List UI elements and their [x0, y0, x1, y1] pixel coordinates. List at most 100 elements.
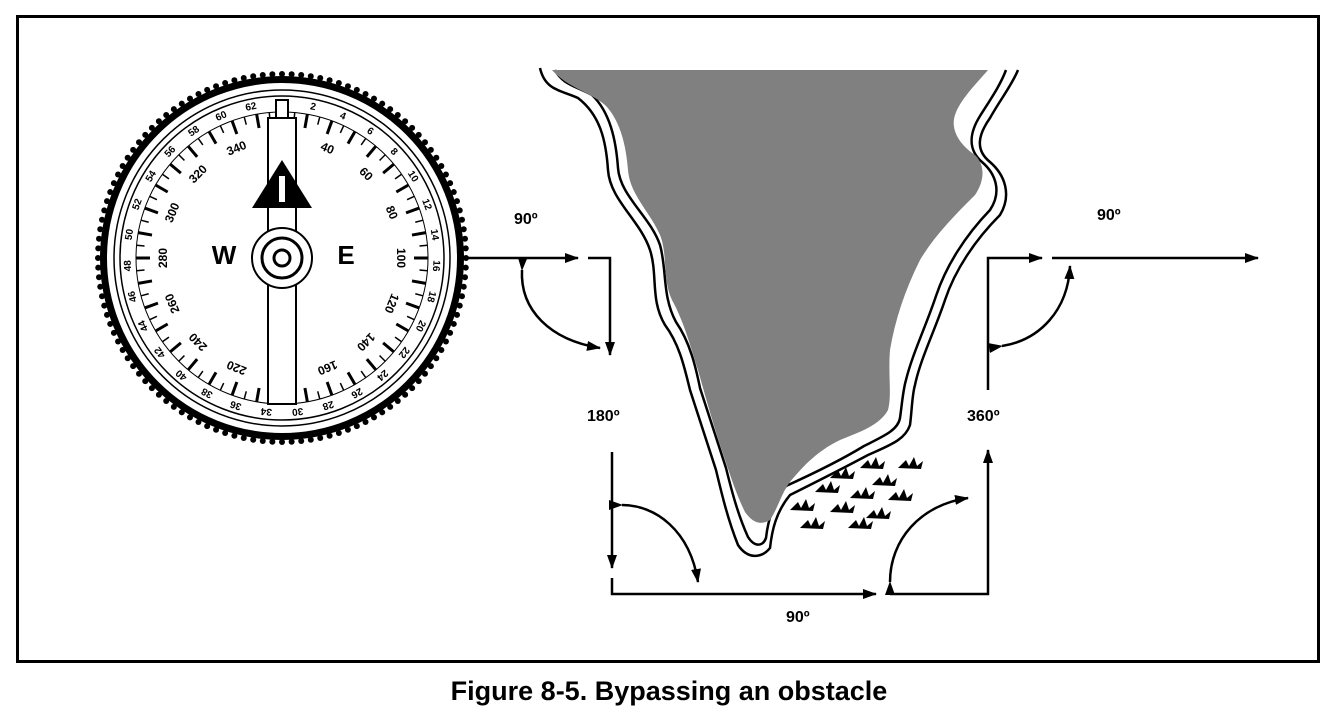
compass-tick [140, 292, 149, 297]
compass-tick [255, 387, 261, 403]
compass-tick [394, 173, 403, 180]
compass-tick [255, 113, 261, 129]
bezel-tooth [136, 139, 143, 146]
bezel-tooth [240, 434, 247, 441]
compass-tick [316, 391, 321, 400]
bezel-tooth [124, 154, 131, 161]
compass-tick [144, 206, 159, 215]
bezel-tooth [461, 235, 468, 242]
compass-needle-mark [279, 176, 285, 202]
bezel-tooth [307, 436, 314, 443]
compass-mils-label: 46 [126, 289, 140, 303]
compass-tick [379, 154, 386, 161]
bezel-tooth [353, 86, 360, 93]
compass-degree-label: 280 [156, 248, 170, 268]
compass-tick [394, 336, 403, 343]
bezel-tooth [421, 139, 428, 146]
bezel-tooth [119, 347, 126, 353]
bezel-tooth [142, 131, 149, 138]
bezel-tooth [107, 189, 114, 196]
compass-east-label: E [337, 240, 354, 270]
compass-tick [382, 341, 395, 353]
bezel-tooth [394, 112, 401, 119]
bezel-tooth [442, 171, 449, 178]
compass-tick [325, 381, 334, 396]
bezel-tooth [344, 83, 351, 90]
compass-tick [140, 219, 149, 224]
bezel-tooth [463, 255, 469, 261]
turn-arc-1 [517, 256, 601, 351]
bezel-tooth [231, 432, 238, 439]
bezel-tooth [450, 320, 457, 327]
bezel-tooth [170, 106, 177, 113]
compass-mils-label: 6 [364, 126, 375, 138]
bezel-tooth [335, 429, 342, 436]
bezel-tooth [107, 320, 114, 327]
bezel-tooth [115, 171, 122, 178]
bezel-tooth [279, 71, 285, 77]
grass-tuft [830, 501, 855, 513]
bezel-tooth [250, 73, 257, 80]
leg-label-north: 360º [967, 408, 1000, 425]
leg-5-line [890, 449, 993, 596]
bezel-tooth [460, 283, 467, 290]
bezel-tooth [458, 216, 465, 223]
grass-tuft [790, 499, 815, 511]
compass-tick [219, 125, 225, 134]
bezel-tooth [115, 338, 122, 345]
compass-tick [207, 130, 218, 145]
compass-tick [178, 154, 185, 161]
compass-tick [339, 125, 345, 134]
compass-tick [149, 315, 158, 321]
compass-pivot [272, 248, 292, 268]
bezel-tooth [110, 180, 117, 187]
bezel-tooth [409, 124, 416, 131]
compass-mils-label: 8 [388, 146, 400, 158]
bezel-tooth [259, 437, 266, 444]
bezel-tooth [231, 77, 238, 84]
bezel-tooth [110, 329, 117, 336]
bezel-tooth [379, 100, 386, 107]
bezel-tooth [462, 245, 469, 252]
compass-tick [230, 381, 239, 396]
bezel-tooth [409, 385, 416, 392]
bezel-tooth [178, 100, 185, 107]
bezel-tooth [307, 73, 314, 80]
bezel-tooth [460, 226, 467, 233]
bezel-tooth [104, 198, 111, 205]
bezel-tooth [99, 293, 106, 300]
bezel-tooth [402, 118, 409, 125]
compass-tick [136, 244, 145, 247]
bezel-tooth [99, 216, 106, 223]
obstacle [538, 67, 1020, 558]
compass-tick [197, 137, 204, 146]
leg-label-east-start: 90º [514, 211, 538, 228]
grass-tuft [866, 507, 891, 519]
compass-mils-label: 60 [214, 109, 229, 124]
compass-tick [154, 183, 169, 194]
bezel-tooth [163, 112, 170, 119]
bezel-tooth [101, 302, 108, 309]
bezel-tooth [195, 418, 202, 425]
bezel-tooth [379, 409, 386, 416]
compass-mils-label: 36 [229, 398, 243, 412]
compass-tick [415, 292, 424, 297]
compass-tick [154, 322, 169, 333]
compass-tick [230, 120, 239, 135]
bezel-tooth [148, 124, 155, 131]
compass-mils-label: 4 [338, 110, 348, 122]
bezel-tooth [204, 423, 211, 430]
bezel-tooth [195, 91, 202, 98]
leg-labels: 90º 180º 90º 360º 90º [514, 207, 1121, 626]
bezel-tooth [387, 106, 394, 113]
bezel-tooth [415, 131, 422, 138]
compass-tick [243, 391, 248, 400]
grass-tuft [872, 474, 897, 486]
bezel-tooth [213, 426, 220, 433]
compass-tick [137, 279, 153, 285]
compass-west-label: W [212, 240, 237, 270]
bezel-tooth [170, 403, 177, 410]
bezel-tooth [178, 409, 185, 416]
compass-tick [303, 387, 309, 403]
